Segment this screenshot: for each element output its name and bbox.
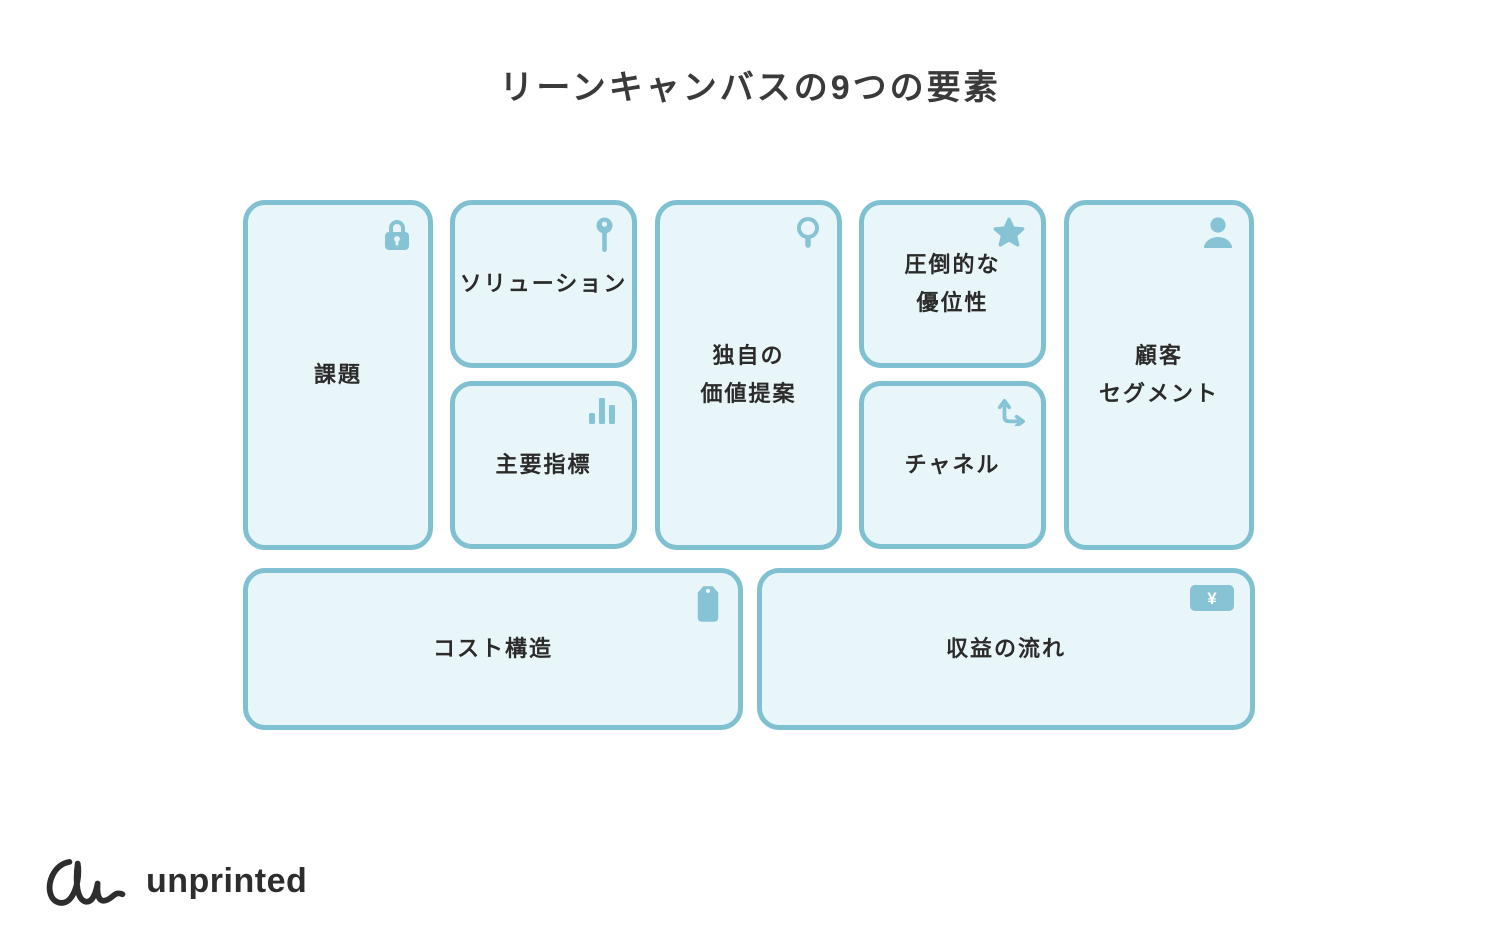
unprinted-logo: unprinted <box>44 852 307 910</box>
canvas-box-solution: ソリューション <box>450 200 637 368</box>
canvas-box-problem: 課題 <box>243 200 600 635</box>
lock-icon <box>382 217 412 253</box>
canvas-box-key-metrics: 主要指標 <box>450 381 637 549</box>
canvas-box-customer-segments: 顧客 セグメント <box>1064 200 1254 550</box>
box-label-customer-segments: 顧客 セグメント <box>1098 342 1219 407</box>
yen-glyph: ¥ <box>1207 589 1217 608</box>
box-label-solution: ソリューション <box>459 270 628 296</box>
box-label-uvp: 独自の 価値提案 <box>700 342 797 407</box>
turn-arrows-icon <box>997 398 1025 426</box>
page-title: リーンキャンバスの9つの要素 <box>499 69 1001 107</box>
canvas-box-cost-structure: コスト構造 <box>243 568 743 730</box>
canvas-box-revenue-streams: ¥ 収益の流れ <box>757 568 1255 730</box>
price-tag-icon <box>694 585 722 623</box>
bar-chart-icon <box>589 398 616 424</box>
box-label-cost-structure: コスト構造 <box>432 635 553 661</box>
canvas-box-unfair-advantage: 圧倒的な 優位性 <box>859 200 1046 368</box>
box-label-channels: チャネル <box>904 451 1001 477</box>
box-label-revenue-streams: 収益の流れ <box>945 635 1066 661</box>
key-icon <box>593 217 616 254</box>
magnifier-icon <box>795 217 821 250</box>
unprinted-logo-mark-icon <box>44 852 128 910</box>
person-icon <box>1203 217 1233 248</box>
box-label-unfair-advantage: 圧倒的な 優位性 <box>904 251 1001 316</box>
canvas-box-channels: チャネル <box>859 381 1046 549</box>
canvas-box-unique-value-proposition: 独自の 価値提案 <box>655 200 842 550</box>
yen-banknote-icon: ¥ <box>1190 585 1234 611</box>
star-icon <box>993 217 1025 248</box>
box-label-key-metrics: 主要指標 <box>495 451 592 477</box>
box-label-problem: 課題 <box>313 361 362 387</box>
unprinted-logo-text: unprinted <box>146 861 308 900</box>
